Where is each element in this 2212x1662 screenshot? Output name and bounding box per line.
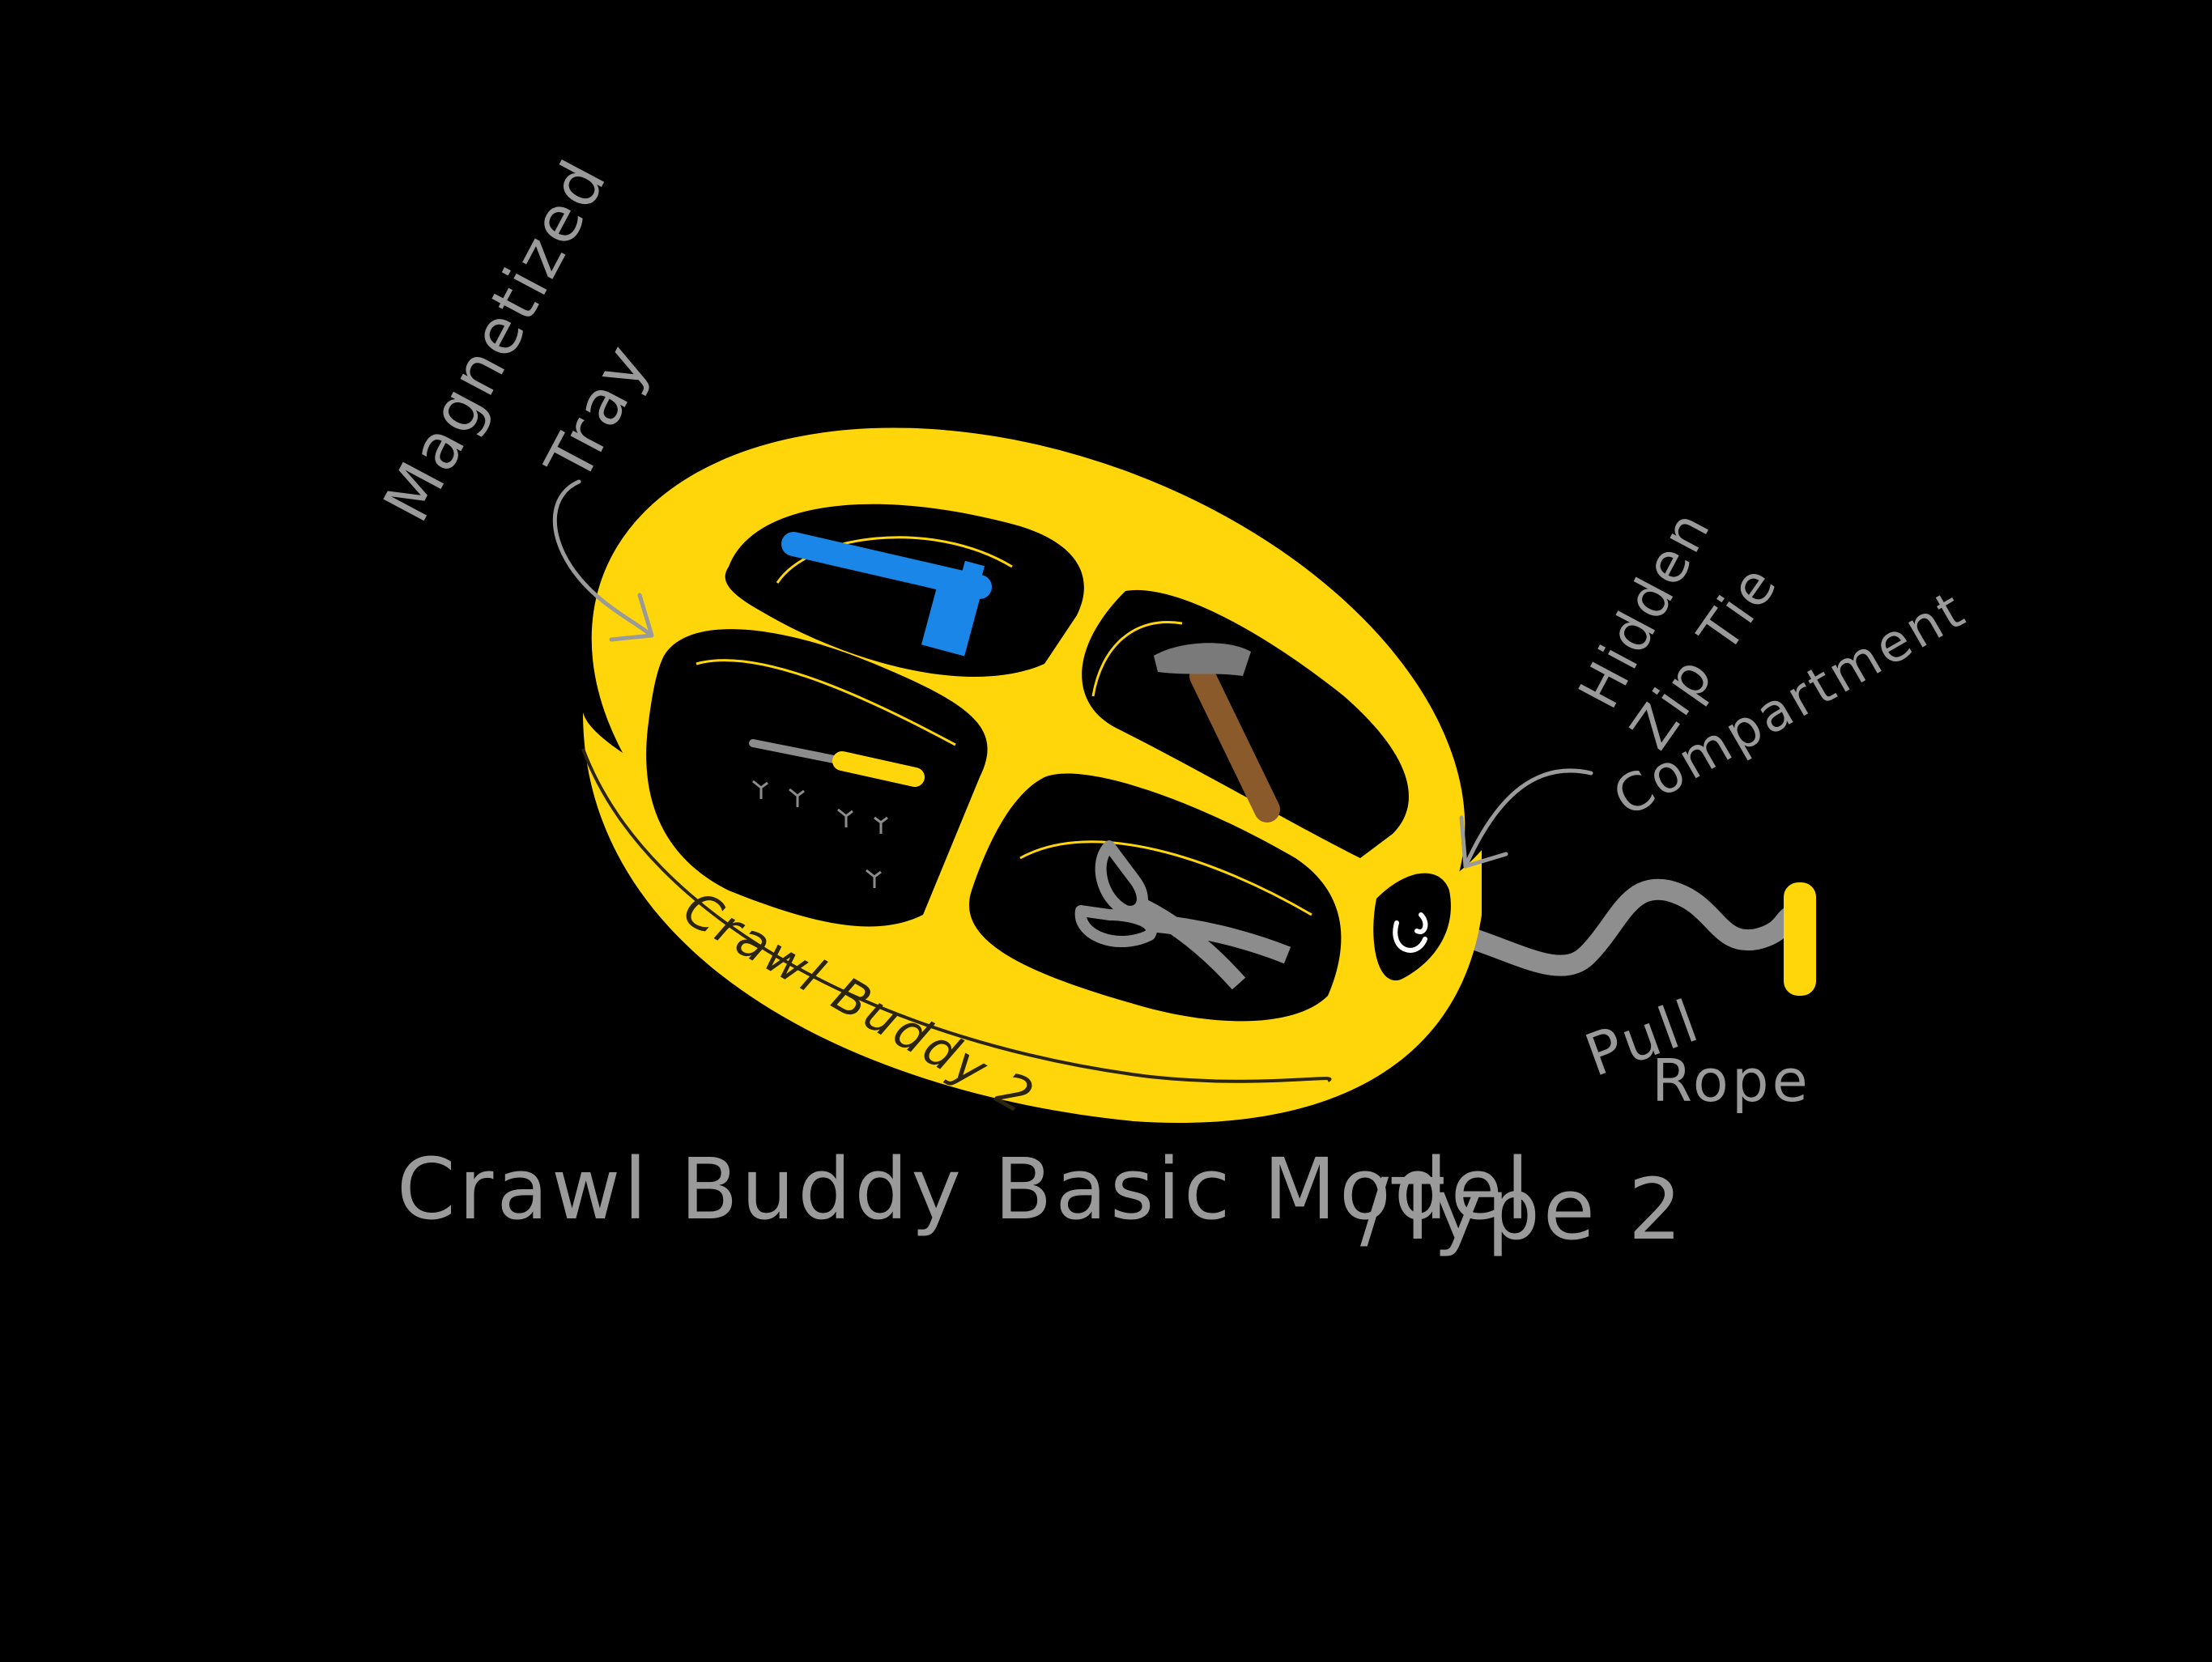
- zip-tie-icon: [1393, 912, 1428, 953]
- hammer-icon: [1154, 643, 1280, 822]
- scissors-icon: [1074, 840, 1291, 990]
- pull-rope: [1463, 878, 1816, 996]
- screws: [752, 780, 888, 888]
- diagram-title-type: /Type 2: [1360, 1160, 1685, 1259]
- tray-compartments: [646, 504, 1451, 1022]
- tray-label: Tray: [532, 331, 665, 493]
- annotation-arrows: [552, 479, 1593, 869]
- zip-tie-compartment: [1373, 873, 1451, 981]
- diagram-title: Crawl Buddy Basic Model: [397, 1140, 1533, 1239]
- compartment-right-lower: [968, 773, 1342, 1022]
- magnetized-tray-arrow: [552, 479, 654, 642]
- compartment-left: [646, 629, 988, 927]
- wrench-icon: [781, 532, 992, 657]
- rope-handle-icon: [1784, 882, 1816, 996]
- screwdriver-icon: [749, 739, 925, 888]
- zip-tie-arrow: [1459, 768, 1593, 869]
- side-seam: [581, 748, 1332, 1083]
- rope-label: Rope: [1652, 1047, 1811, 1115]
